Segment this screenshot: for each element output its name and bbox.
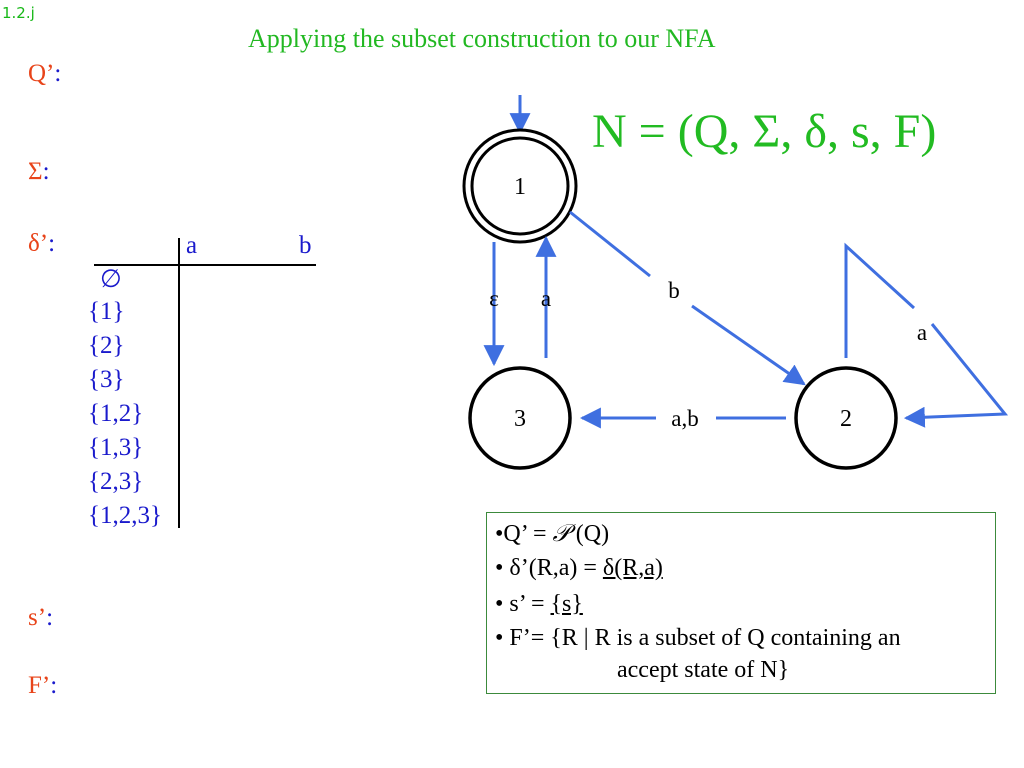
table-header-b: b xyxy=(299,232,312,259)
delta-prime-text: δ’ xyxy=(28,230,49,257)
power-set-symbol: 𝒫 xyxy=(552,519,570,547)
summary-delta-prime: • δ’(R,a) = δ(R,a) xyxy=(495,555,663,582)
summary-f-prime: • F’= {R | R is a subset of Q containing… xyxy=(495,625,901,651)
state-3-label: 3 xyxy=(514,406,526,432)
summary-box: •Q’ = 𝒫 (Q) • δ’(R,a) = δ(R,a) • s’ = {s… xyxy=(486,512,996,694)
edge-1-to-2 xyxy=(691,304,806,386)
edge-2-to-3-label: a,b xyxy=(671,406,698,431)
summary-s-value: {s} xyxy=(550,591,583,617)
table-column-divider xyxy=(178,238,180,528)
s-prime-colon: : xyxy=(46,604,54,631)
slide-title: Applying the subset construction to our … xyxy=(248,24,716,53)
q-prime-text: Q’ xyxy=(28,60,55,87)
edge-2-loop-start xyxy=(844,242,916,358)
summary-q-prime-prefix: •Q’ = xyxy=(495,521,553,547)
sigma-colon: : xyxy=(42,158,50,185)
edge-1-to-2-label: b xyxy=(668,278,680,303)
s-prime-label: s’: xyxy=(28,604,53,632)
edge-2-loop-label: a xyxy=(917,320,927,345)
q-prime-label: Q’: xyxy=(28,60,61,88)
nfa-definition: N = (Q, Σ, δ, s, F) xyxy=(592,105,937,158)
state-1-inner-circle xyxy=(470,136,570,236)
edge-3-to-1-label: a xyxy=(541,286,551,311)
summary-q-prime: •Q’ = 𝒫 (Q) xyxy=(495,519,609,548)
table-row-label: {1,2} xyxy=(88,400,144,427)
table-row-label: {1,3} xyxy=(88,434,144,461)
summary-q-prime-suffix: (Q) xyxy=(569,521,610,547)
state-1-label: 1 xyxy=(514,174,526,200)
table-row-label: {3} xyxy=(88,366,125,393)
state-2: 2 xyxy=(794,366,898,470)
summary-f-prime-continued: accept state of N} xyxy=(617,657,790,683)
summary-s-prime: • s’ = {s} xyxy=(495,591,583,618)
table-row-label: {1,2,3} xyxy=(88,502,162,529)
f-prime-colon: : xyxy=(50,672,58,699)
sigma-label: Σ: xyxy=(28,158,50,186)
edge-1-to-3-label: ε xyxy=(489,286,499,311)
s-prime-text: s’ xyxy=(28,604,47,631)
f-prime-text: F’ xyxy=(28,672,51,699)
summary-delta-value: δ(R,a) xyxy=(602,555,663,581)
edge-1-to-2-start xyxy=(569,210,651,278)
state-3: 3 xyxy=(468,366,572,470)
table-header-divider xyxy=(94,264,316,266)
table-row-label: {1} xyxy=(88,298,125,325)
table-row-label: ∅ xyxy=(100,266,122,293)
state-3-circle xyxy=(468,366,572,470)
state-1: 1 xyxy=(462,128,578,244)
state-2-label: 2 xyxy=(840,406,852,432)
table-header-a: a xyxy=(186,232,198,259)
edge-2-loop xyxy=(903,323,1009,428)
f-prime-label: F’: xyxy=(28,672,57,700)
delta-prime-label: δ’: xyxy=(28,230,55,258)
summary-s-prefix: • s’ = xyxy=(495,591,551,617)
summary-delta-prefix: • δ’(R,a) = xyxy=(495,555,603,581)
state-1-outer-circle xyxy=(462,128,578,244)
sigma-text: Σ xyxy=(28,158,43,185)
table-row-label: {2} xyxy=(88,332,125,359)
state-2-circle xyxy=(794,366,898,470)
slide-number: 1.2.j xyxy=(2,4,35,22)
q-prime-colon: : xyxy=(54,60,62,87)
delta-prime-colon: : xyxy=(48,230,56,257)
table-row-label: {2,3} xyxy=(88,468,144,495)
